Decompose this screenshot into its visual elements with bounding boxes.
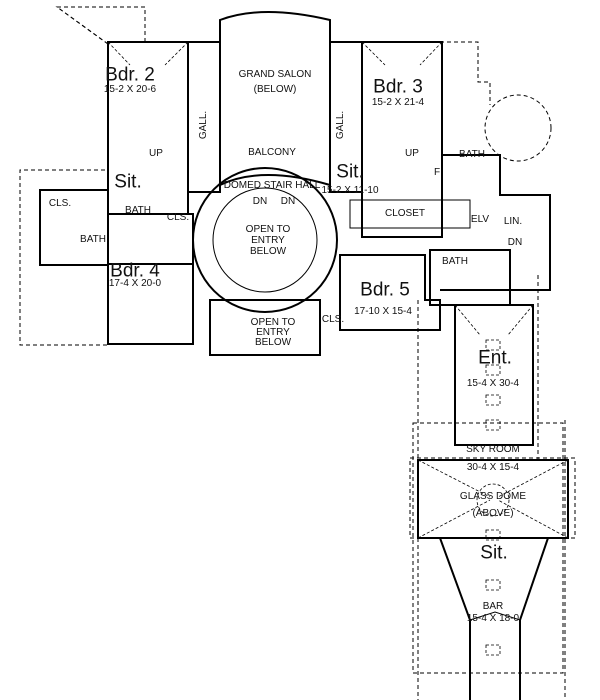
glass-dome-name: GLASS DOME [459, 491, 527, 502]
room-bar-name: BAR [482, 601, 504, 612]
room-grand-salon-name: GRAND SALON [238, 69, 312, 80]
room-cls-bdr5: CLS. [321, 314, 345, 325]
room-cls-left: CLS. [166, 212, 190, 223]
room-bath-left-lower: BATH [80, 234, 106, 245]
label-up-left: UP [149, 148, 163, 159]
room-bdr2-name: Bdr. 2 [105, 64, 155, 86]
room-bath-top-right: BATH [459, 149, 485, 160]
room-grand-salon-note: (BELOW) [253, 84, 297, 95]
room-sit-left: Sit. [114, 171, 142, 193]
room-bdr5-name: Bdr. 5 [360, 279, 410, 301]
room-bdr4-name: Bdr. 4 [110, 260, 160, 282]
room-bath-left-upper: BATH [125, 205, 151, 216]
room-bdr5-dims: 17-10 X 15-4 [354, 306, 412, 317]
open-to-entry-lower-3: BELOW [254, 337, 292, 348]
room-bdr3-dims: 15-2 X 21-4 [371, 97, 425, 108]
room-linen: LIN. [503, 216, 523, 227]
room-sit-right-dims: 15-2 X 11-10 [321, 185, 379, 196]
room-gallery-right: GALL. [335, 110, 346, 140]
room-sky-room-name: SKY ROOM [466, 444, 520, 455]
room-gallery-left: GALL. [198, 110, 209, 140]
room-bdr2-dims: 15-2 X 20-6 [103, 84, 157, 95]
room-bdr3-name: Bdr. 3 [373, 76, 423, 98]
glass-dome-note: (ABOVE) [472, 508, 514, 519]
label-dn-stair: DN [507, 237, 523, 248]
room-sit-right-name: Sit. [336, 161, 364, 183]
room-entry-name: Ent. [478, 347, 512, 369]
label-dn-right: DN [280, 196, 296, 207]
room-sit-bottom: Sit. [480, 542, 508, 564]
open-to-entry-upper-2: ENTRY [251, 235, 285, 246]
open-to-entry-upper-3: BELOW [249, 246, 287, 257]
room-bar-dims: 15-4 X 18-0 [466, 613, 520, 624]
open-to-entry-lower-1: OPEN TO [250, 317, 296, 328]
open-to-entry-lower-2: ENTRY [256, 327, 290, 338]
label-up-right: UP [405, 148, 419, 159]
room-balcony: BALCONY [248, 147, 296, 158]
room-entry-dims: 15-4 X 30-4 [466, 378, 520, 389]
room-bdr4-dims: 17-4 X 20-0 [108, 278, 162, 289]
room-sky-room-dims: 30-4 X 15-4 [466, 462, 520, 473]
walls [39, 11, 569, 700]
label-fireplace: F [433, 167, 441, 178]
open-to-entry-upper-1: OPEN TO [245, 224, 291, 235]
room-closet: CLOSET [384, 208, 426, 219]
room-elevator: ELV [470, 214, 490, 225]
ceiling-lines [107, 41, 569, 656]
room-bath-bdr5: BATH [442, 256, 468, 267]
label-dn-left: DN [252, 196, 268, 207]
room-domed-stair-hall: DOMED STAIR HALL [223, 180, 321, 191]
room-cls-far-left: CLS. [48, 198, 72, 209]
